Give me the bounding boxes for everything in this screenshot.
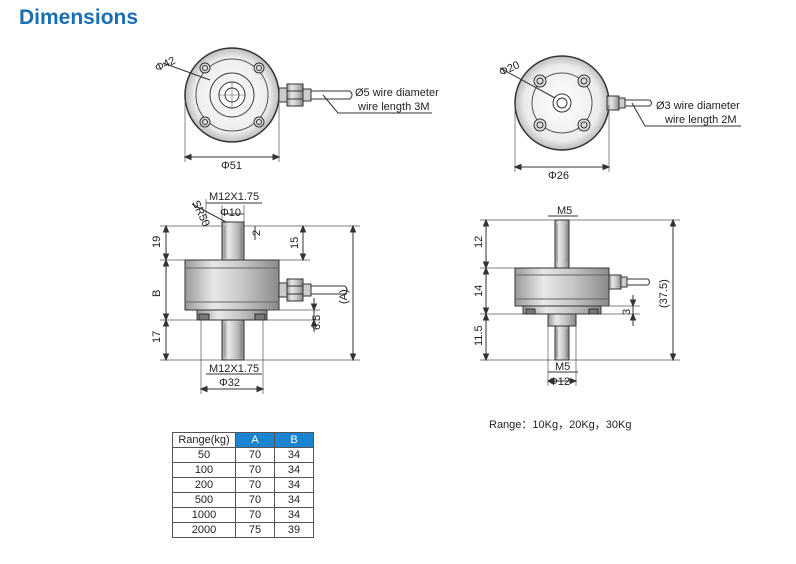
small-dim-12: 12 [473, 236, 485, 248]
table-cell: 75 [235, 522, 275, 538]
small-thread-bottom: M5 [555, 361, 570, 373]
table-cell: 34 [274, 447, 314, 463]
table-cell: 70 [235, 507, 275, 523]
page-title: Dimensions [19, 6, 139, 29]
table-header-a: A [235, 432, 275, 448]
small-wire-diameter: Ø3 wire diameter [656, 100, 740, 112]
table-cell: 70 [235, 447, 275, 463]
range-note: Range：10Kg，20Kg，30Kg [489, 419, 632, 431]
small-bottom-dia: Φ12 [549, 376, 570, 388]
large-thread-bottom: M12X1.75 [209, 363, 259, 375]
large-top-outer-dia: Φ51 [221, 160, 242, 172]
small-dim-14: 14 [473, 285, 485, 297]
table-cell: 2000 [172, 522, 236, 538]
large-dim-17: 17 [151, 331, 163, 343]
large-bottom-dia: Φ32 [219, 377, 240, 389]
table-row: 50 70 34 [172, 447, 314, 463]
large-dim-2: 2 [251, 230, 263, 236]
large-dim-19: 19 [151, 236, 163, 248]
table-row: 2000 75 39 [172, 522, 314, 538]
table-cell: 39 [274, 522, 314, 538]
small-dim-3: 3 [621, 309, 633, 315]
large-thread-top: M12X1.75 [209, 191, 259, 203]
large-top-view [162, 47, 432, 162]
table-cell: 34 [274, 492, 314, 508]
table-header-b: B [274, 432, 314, 448]
small-thread-top: M5 [557, 205, 572, 217]
small-wire-length: wire length 2M [664, 114, 737, 126]
table-cell: 34 [274, 477, 314, 493]
table-cell: 1000 [172, 507, 236, 523]
large-side-view [160, 199, 360, 394]
small-top-inner-dia: Φ20 [497, 59, 521, 79]
small-top-outer-dia: Φ26 [548, 170, 569, 182]
small-top-view [499, 55, 741, 172]
table-cell: 500 [172, 492, 236, 508]
table-cell: 70 [235, 462, 275, 478]
table-cell: 34 [274, 462, 314, 478]
dimension-table: Range(kg) A B 50 70 34 100 70 34 200 70 … [172, 432, 314, 538]
large-top-inner-dia: Φ42 [153, 55, 177, 75]
table-row: 200 70 34 [172, 477, 314, 493]
large-dim-15: 15 [289, 237, 301, 249]
large-dim-65: 6.5 [311, 315, 323, 330]
table-header-range: Range(kg) [172, 432, 236, 448]
small-dim-375: (37.5) [658, 279, 670, 308]
table-cell: 100 [172, 462, 236, 478]
small-dim-115: 11.5 [473, 325, 485, 346]
large-wire-diameter: Ø5 wire diameter [355, 87, 439, 99]
large-dim-b: B [151, 290, 163, 297]
large-wire-length: wire length 3M [357, 101, 430, 113]
large-top-dia: Φ10 [220, 207, 241, 219]
table-row: 100 70 34 [172, 462, 314, 478]
table-cell: 200 [172, 477, 236, 493]
table-header-row: Range(kg) A B [172, 432, 314, 448]
table-row: 500 70 34 [172, 492, 314, 508]
table-cell: 50 [172, 447, 236, 463]
small-side-view [480, 215, 680, 386]
table-cell: 70 [235, 492, 275, 508]
large-dim-a: (A) [338, 289, 350, 304]
table-row: 1000 70 34 [172, 507, 314, 523]
table-cell: 34 [274, 507, 314, 523]
table-cell: 70 [235, 477, 275, 493]
